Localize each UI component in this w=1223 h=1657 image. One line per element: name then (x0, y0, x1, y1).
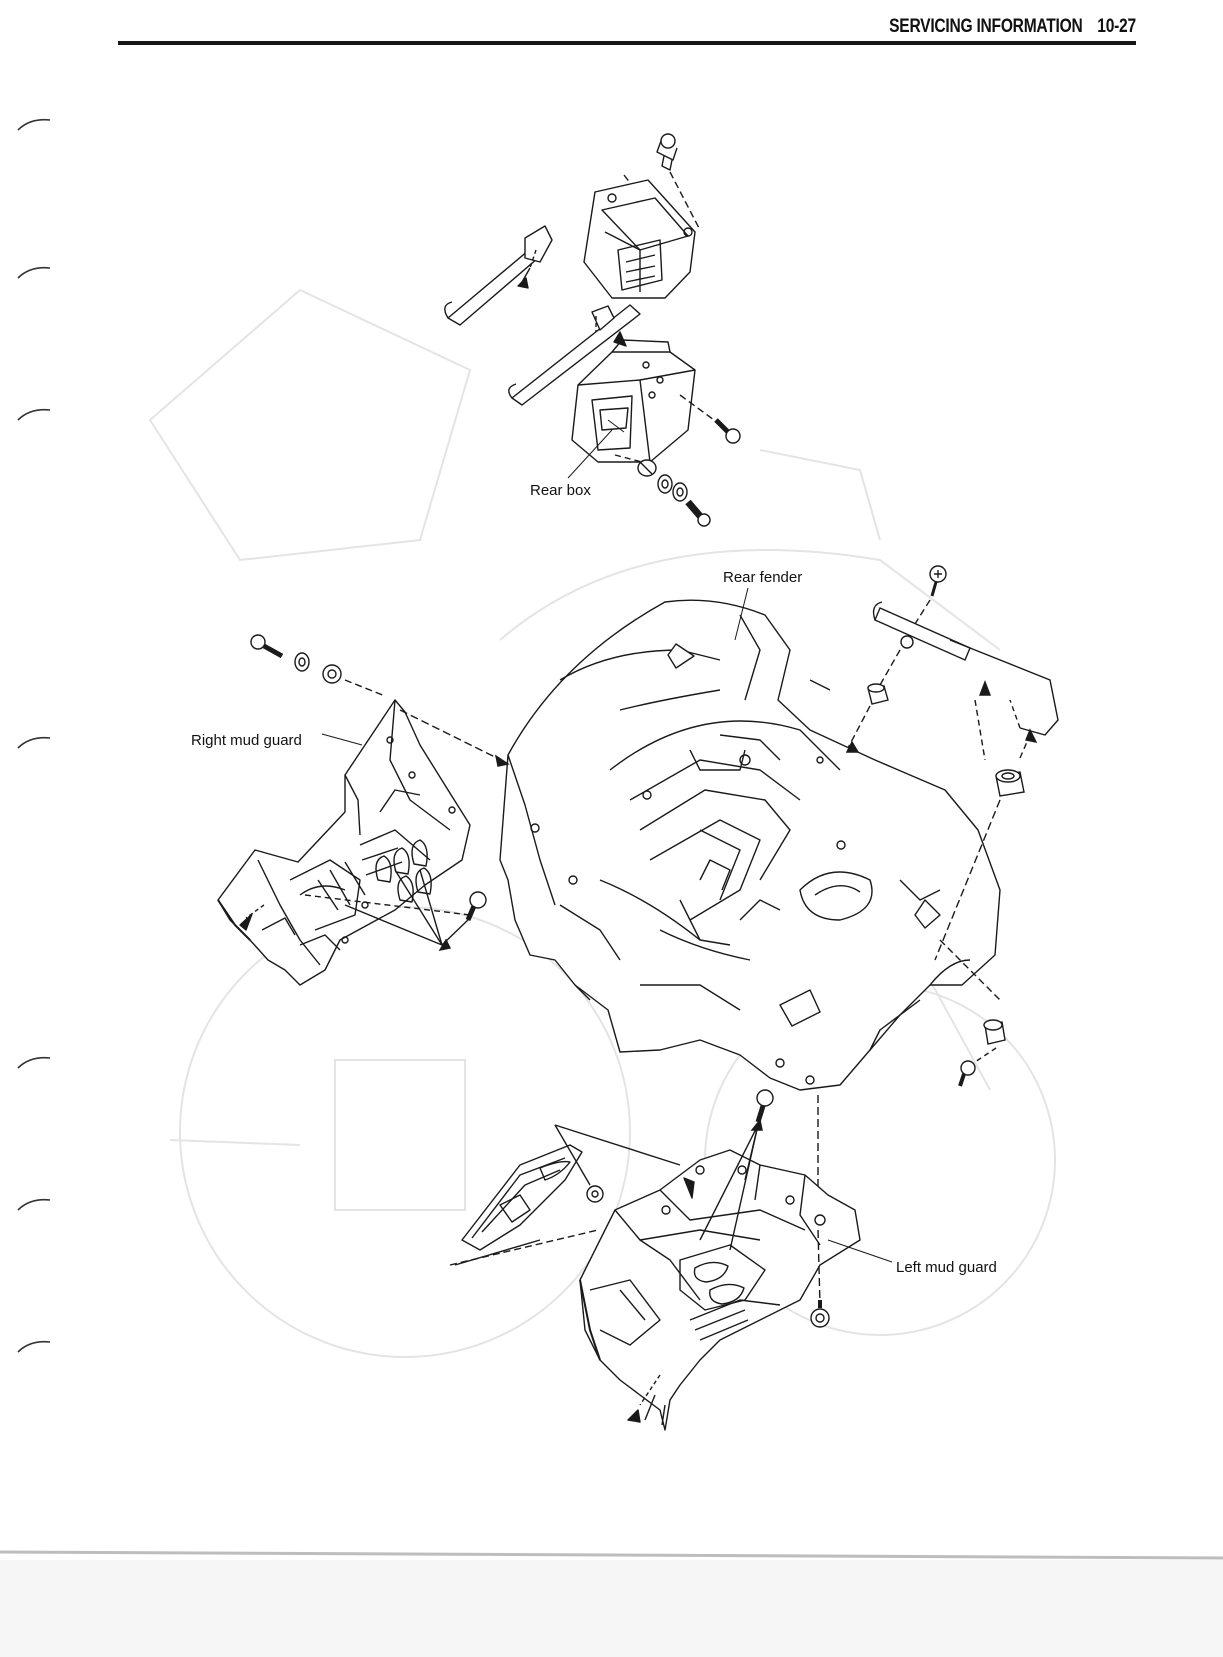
label-rear-fender: Rear fender (723, 569, 802, 586)
label-left-mud-guard: Left mud guard (896, 1259, 997, 1276)
right-mud-guard (217, 699, 471, 986)
rear-box-assembly (444, 133, 741, 527)
right-mud-guard-hardware (250, 634, 510, 951)
fender-hardware-lower-right (817, 939, 1006, 1230)
bolt-icon (755, 1089, 774, 1123)
left-mud-guard-hardware (699, 1089, 830, 1328)
bolt-icon (714, 418, 741, 444)
page-bottom-shadow (0, 1560, 1223, 1657)
bolt-icon (656, 133, 678, 171)
label-right-mud-guard: Right mud guard (191, 732, 302, 749)
grommet-icon (867, 683, 889, 705)
leader-rear-box (567, 429, 613, 479)
bolt-icon (685, 499, 711, 527)
header-text: SERVICING INFORMATION 10-27 (889, 16, 1136, 38)
grommet-icon (995, 769, 1025, 797)
washer-icon (294, 652, 310, 672)
header-rule (118, 41, 1136, 45)
grommet-icon (983, 1019, 1006, 1045)
washer-icon (657, 474, 688, 502)
fender-hardware-right (845, 565, 1059, 961)
collar-icon (322, 664, 342, 684)
leader-right-mud-guard (321, 733, 363, 746)
left-mud-guard (579, 1149, 861, 1431)
page-bottom-edge (0, 1550, 1223, 1560)
screw-icon (958, 1060, 976, 1087)
leader-left-mud-guard (827, 1239, 893, 1263)
binder-marks (17, 118, 51, 1353)
bolt-icon (810, 1300, 830, 1328)
left-mud-guard-bracket (449, 1124, 681, 1266)
bolt-icon (250, 634, 284, 659)
section-title: SERVICING INFORMATION (889, 16, 1083, 37)
bolt-icon (586, 1185, 604, 1203)
screw-icon (929, 565, 947, 597)
page-number: 10-27 (1097, 16, 1136, 37)
rear-fender (499, 599, 1001, 1091)
bolt-icon (465, 891, 487, 921)
collar-icon (637, 459, 657, 477)
page-header: SERVICING INFORMATION 10-27 (118, 14, 1136, 45)
leader-rear-fender (734, 587, 749, 641)
label-rear-box: Rear box (530, 482, 591, 499)
